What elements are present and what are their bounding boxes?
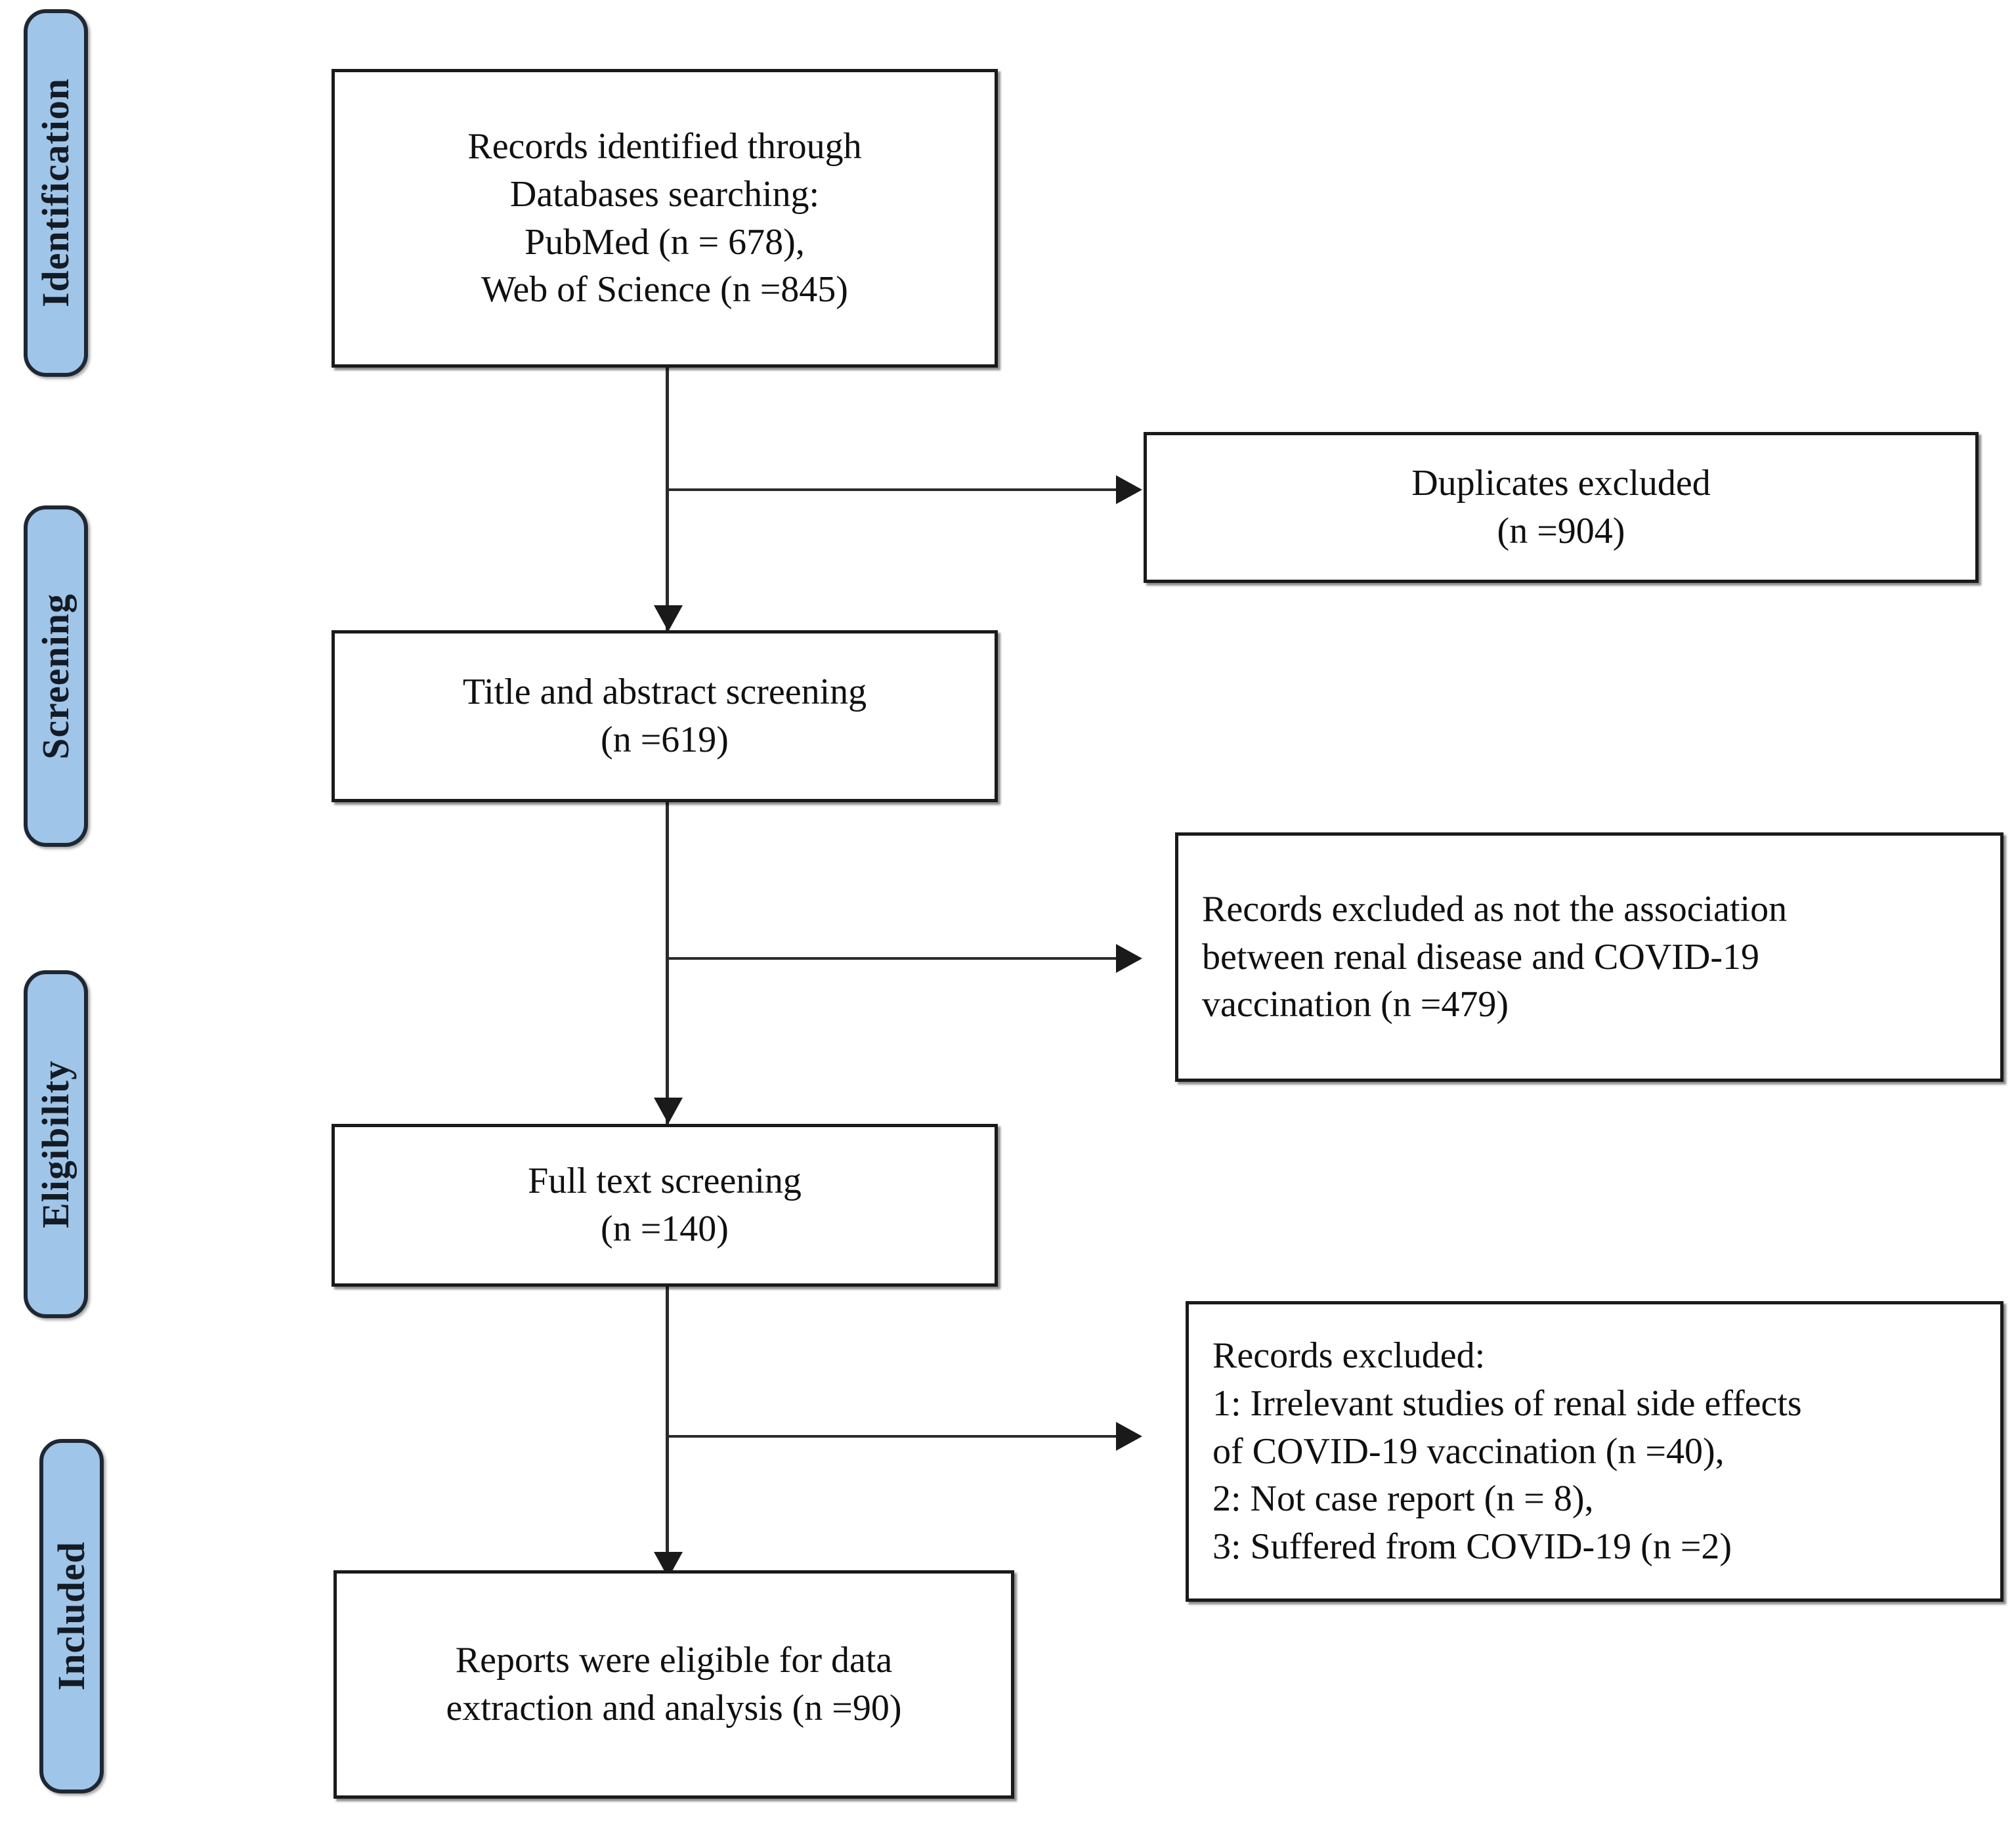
box-records-excluded-association-text: Records excluded as not the association … bbox=[1202, 888, 1788, 1025]
connector-line-eligibility-to-included bbox=[666, 1287, 669, 1595]
box-title-abstract-screening-text: Title and abstract screening (n =619) bbox=[462, 672, 867, 760]
box-reports-eligible-text: Reports were eligible for data extractio… bbox=[446, 1640, 902, 1728]
stage-label-eligibility: Eligibility bbox=[34, 1060, 77, 1228]
box-records-excluded-reasons: Records excluded: 1: Irrelevant studies … bbox=[1186, 1301, 2004, 1602]
box-records-identified-text: Records identified through Databases sea… bbox=[467, 125, 862, 311]
box-full-text-screening-text: Full text screening (n =140) bbox=[528, 1161, 802, 1249]
arrow-right-to-duplicates-excluded bbox=[1116, 475, 1142, 504]
box-records-identified: Records identified through Databases sea… bbox=[332, 69, 998, 368]
arrow-right-to-records-excluded-association bbox=[1116, 944, 1142, 973]
arrow-down-to-title-abstract-screening bbox=[654, 605, 683, 632]
stage-label-identification: Identification bbox=[34, 78, 77, 308]
stage-label-screening: Screening bbox=[34, 593, 77, 760]
arrow-right-to-records-excluded-reasons bbox=[1116, 1422, 1142, 1451]
box-title-abstract-screening: Title and abstract screening (n =619) bbox=[332, 630, 998, 802]
connector-line-to-records-excluded-association bbox=[666, 957, 1119, 960]
box-records-excluded-reasons-text: Records excluded: 1: Irrelevant studies … bbox=[1212, 1335, 1802, 1568]
connector-line-screening-to-eligibility bbox=[666, 802, 669, 1124]
box-records-excluded-association: Records excluded as not the association … bbox=[1175, 832, 2004, 1082]
box-full-text-screening: Full text screening (n =140) bbox=[332, 1124, 998, 1287]
box-duplicates-excluded: Duplicates excluded (n =904) bbox=[1144, 432, 1979, 583]
connector-line-to-records-excluded-reasons bbox=[666, 1435, 1119, 1438]
stage-bar-identification: Identification bbox=[24, 9, 88, 377]
box-reports-eligible: Reports were eligible for data extractio… bbox=[333, 1570, 1014, 1799]
connector-line-to-duplicates-excluded bbox=[666, 488, 1119, 491]
stage-bar-included: Included bbox=[39, 1439, 104, 1793]
connector-line-identification-to-screening bbox=[666, 368, 669, 630]
stage-bar-screening: Screening bbox=[24, 505, 88, 847]
stage-bar-eligibility: Eligibility bbox=[24, 970, 88, 1318]
arrow-down-to-full-text-screening bbox=[654, 1098, 683, 1124]
stage-label-included: Included bbox=[50, 1541, 93, 1691]
box-duplicates-excluded-text: Duplicates excluded (n =904) bbox=[1411, 463, 1711, 551]
